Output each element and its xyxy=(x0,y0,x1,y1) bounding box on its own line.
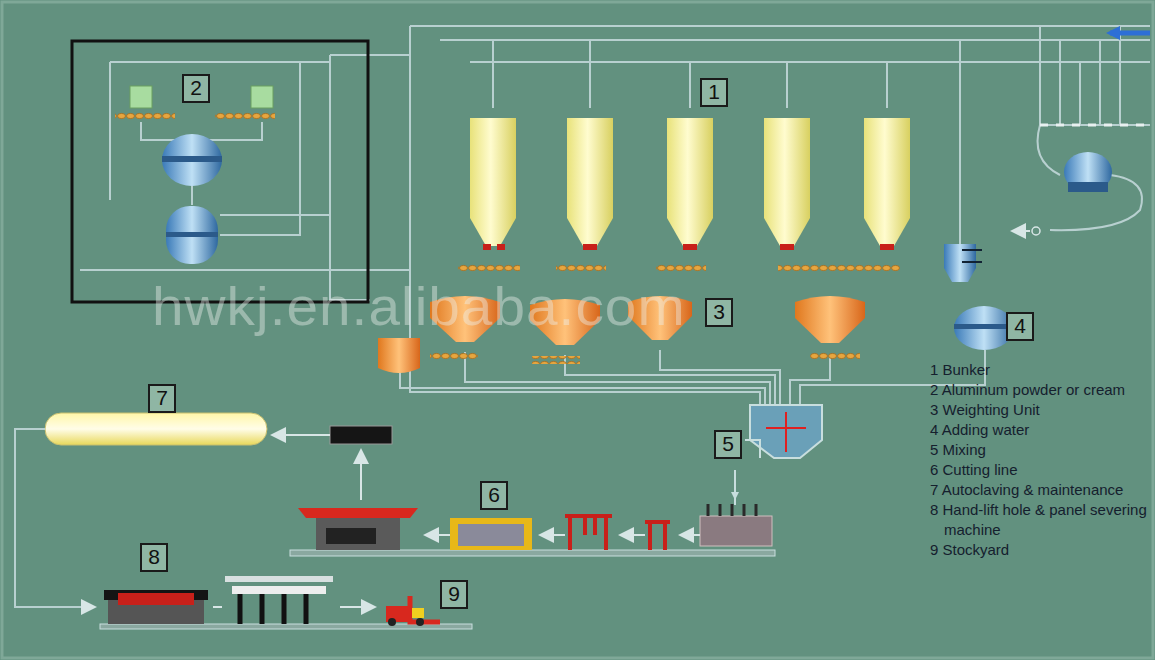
legend-item: 4 Adding water xyxy=(930,420,1148,440)
callout-box: 3 xyxy=(705,298,733,327)
callout-box: 2 xyxy=(182,74,210,103)
callout-box: 5 xyxy=(714,430,742,459)
legend-item: 5 Mixing xyxy=(930,440,1148,460)
legend-list: 1 Bunker2 Aluminum powder or cream3 Weig… xyxy=(930,360,1148,560)
callout-number: 6 xyxy=(488,483,500,506)
legend-item: 7 Autoclaving & maintenance xyxy=(930,480,1148,500)
legend-item: 6 Cutting line xyxy=(930,460,1148,480)
callout-number: 8 xyxy=(148,545,160,568)
legend-item: 3 Weighting Unit xyxy=(930,400,1148,420)
legend-item: 2 Aluminum powder or cream xyxy=(930,380,1148,400)
callout-box: 1 xyxy=(700,78,728,107)
callout-number: 2 xyxy=(190,76,202,99)
legend-item: 9 Stockyard xyxy=(930,540,1148,560)
callout-number: 5 xyxy=(722,432,734,455)
callout-box: 7 xyxy=(148,384,176,413)
callout-number: 7 xyxy=(156,386,168,409)
legend-item: 1 Bunker xyxy=(930,360,1148,380)
callout-box: 9 xyxy=(440,580,468,609)
callout-number: 4 xyxy=(1014,314,1026,337)
callout-number: 9 xyxy=(448,582,460,605)
callout-box: 8 xyxy=(140,543,168,572)
callout-number: 1 xyxy=(708,80,720,103)
callout-number: 3 xyxy=(713,300,725,323)
callout-box: 4 xyxy=(1006,312,1034,341)
legend-item: 8 Hand-lift hole & panel severing machin… xyxy=(930,500,1148,540)
watermark: hwkj.en.alibaba.com xyxy=(152,276,686,336)
callout-box: 6 xyxy=(480,481,508,510)
